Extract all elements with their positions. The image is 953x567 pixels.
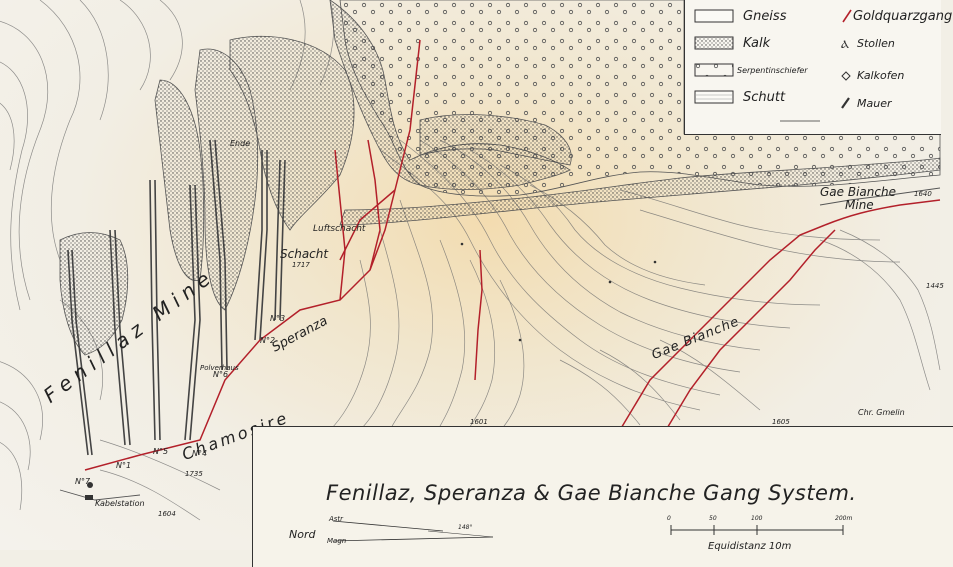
scale-label: Equidistanz 10m	[708, 541, 792, 552]
scale-tick: 0	[667, 515, 671, 522]
adit-label: N°5	[153, 447, 169, 456]
elevation-label: 1640	[914, 190, 932, 198]
adit-label: N°4	[192, 449, 208, 458]
signature: Chr. Gmelin	[858, 408, 905, 417]
elevation-label: 1735	[185, 470, 203, 478]
label-polverhaus: Polverhaus	[200, 364, 239, 372]
elevation-label: 1605	[772, 418, 790, 426]
svg-text:Ⲁ: Ⲁ	[841, 38, 849, 51]
legend-serpentinschiefer: Serpentinschiefer	[737, 66, 808, 75]
adit-label: N°1	[116, 461, 132, 470]
legend-kalkofen: Kalkofen	[857, 69, 905, 82]
legend-goldquarzgang: Goldquarzgang	[853, 9, 953, 24]
adit-lines	[67, 139, 286, 456]
label-gae-bianche-mine-1: Gae Bianche	[820, 185, 896, 199]
gold-quartz-veins	[84, 39, 941, 471]
label-schacht: Schacht	[280, 247, 329, 261]
compass-nord: Nord	[289, 528, 316, 541]
label-schacht-elev: 1717	[292, 261, 310, 269]
legend-symbols: Ⲁ	[694, 9, 852, 122]
scale-tick: 50	[709, 515, 717, 522]
kalk-areas	[59, 0, 941, 356]
title-box: Fenillaz, Speranza & Gae Bianche Gang Sy…	[252, 426, 953, 567]
legend: Ⲁ Gneiss Kalk Serpentinschiefer Schutt G…	[684, 0, 952, 135]
map-title: Fenillaz, Speranza & Gae Bianche Gang Sy…	[326, 481, 857, 505]
adit-label: N°3	[270, 314, 286, 323]
legend-gneiss: Gneiss	[743, 9, 787, 24]
scale-tick: 200m	[835, 515, 853, 522]
elevation-label: 1604	[158, 510, 176, 518]
legend-mauer: Mauer	[857, 97, 892, 110]
contour-lines	[0, 0, 941, 521]
label-kabelstation: Kabelstation	[95, 499, 145, 508]
legend-stollen: Stollen	[857, 37, 895, 50]
elevation-label: 1445	[926, 282, 944, 290]
legend-schutt: Schutt	[743, 90, 786, 105]
compass-astr: Astr	[329, 515, 344, 523]
compass-magn: Magn	[327, 537, 347, 545]
map-drawing	[0, 0, 941, 521]
label-gae-bianche-mine-2: Mine	[845, 198, 874, 212]
elevation-label: 1601	[470, 418, 488, 426]
label-ende: Ende	[230, 139, 251, 148]
scale-tick: 100	[751, 515, 763, 522]
adit-label: N°7	[75, 477, 91, 486]
legend-kalk: Kalk	[743, 36, 771, 51]
label-luftschacht: Luftschacht	[313, 224, 366, 234]
roads	[59, 187, 941, 501]
compass-angle: 148°	[458, 524, 473, 531]
compass-and-scale	[332, 520, 844, 542]
adit-label: N°2	[260, 336, 276, 345]
adit-label: N°6	[213, 370, 229, 379]
survey-marks	[85, 242, 657, 500]
